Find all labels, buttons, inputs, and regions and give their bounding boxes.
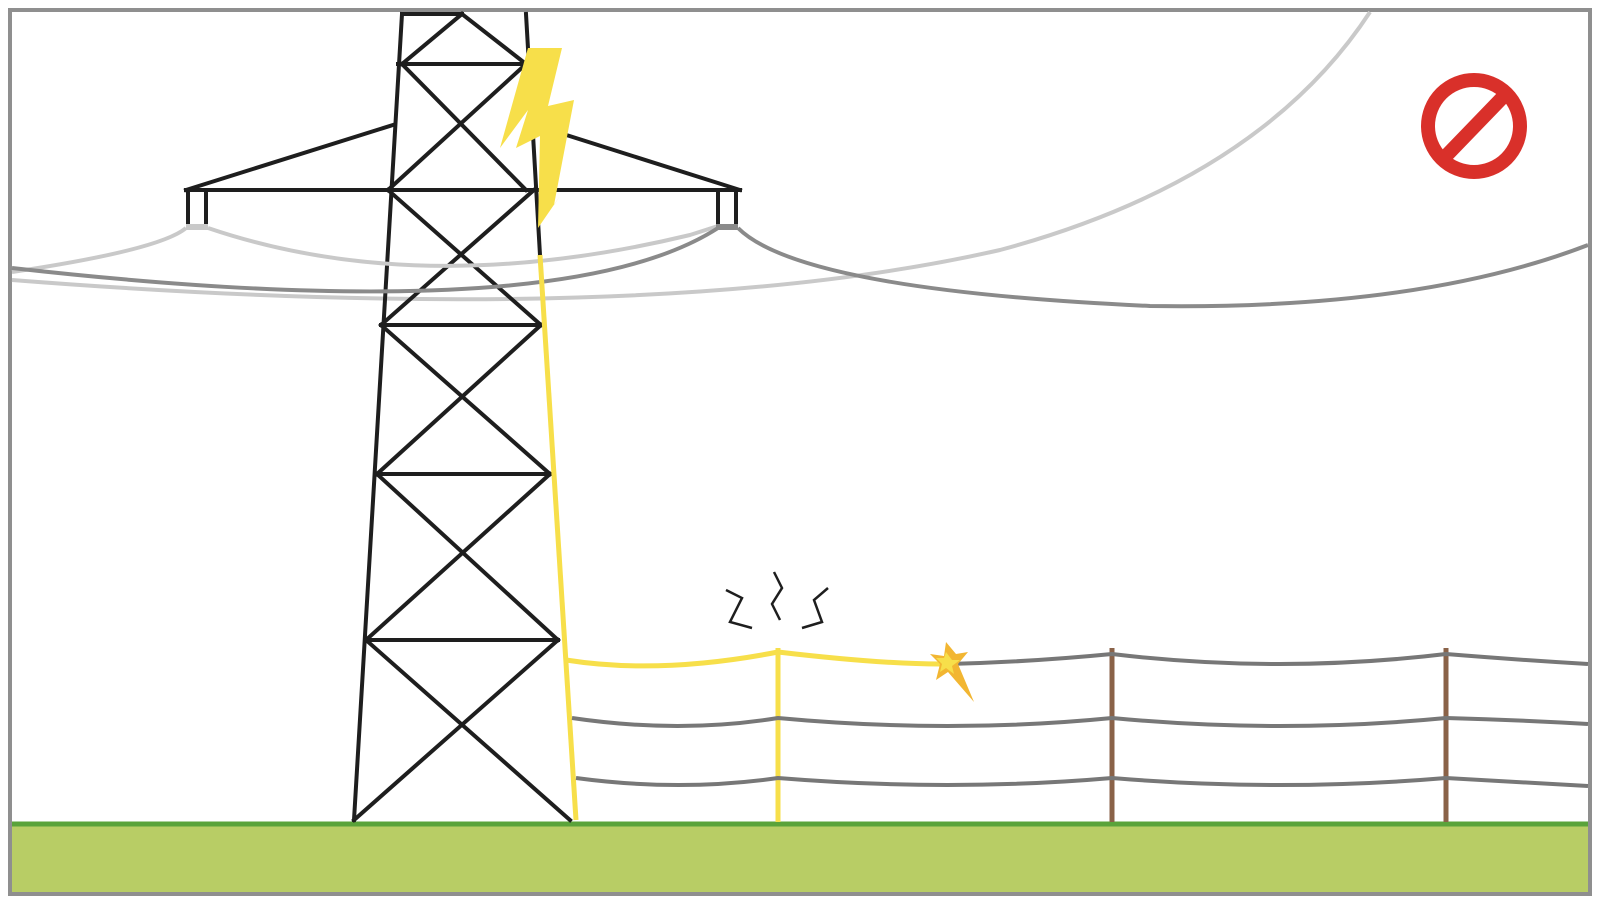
- fence-wire-top: [947, 651, 1589, 666]
- far-power-line: [11, 10, 1372, 302]
- illustration-frame: [8, 8, 1592, 896]
- prohibition-icon: [1421, 73, 1527, 179]
- ground: [12, 824, 1588, 892]
- energized-tower-leg: [537, 254, 579, 821]
- fence: [565, 648, 1589, 822]
- transmission-tower: [183, 11, 743, 823]
- lightning-bolt-icon: [500, 48, 574, 228]
- spark-core: [936, 652, 960, 674]
- fence-wire-bottom: [575, 775, 1589, 788]
- fence-wire-middle: [571, 715, 1589, 728]
- electric-buzz-icon: [725, 571, 829, 630]
